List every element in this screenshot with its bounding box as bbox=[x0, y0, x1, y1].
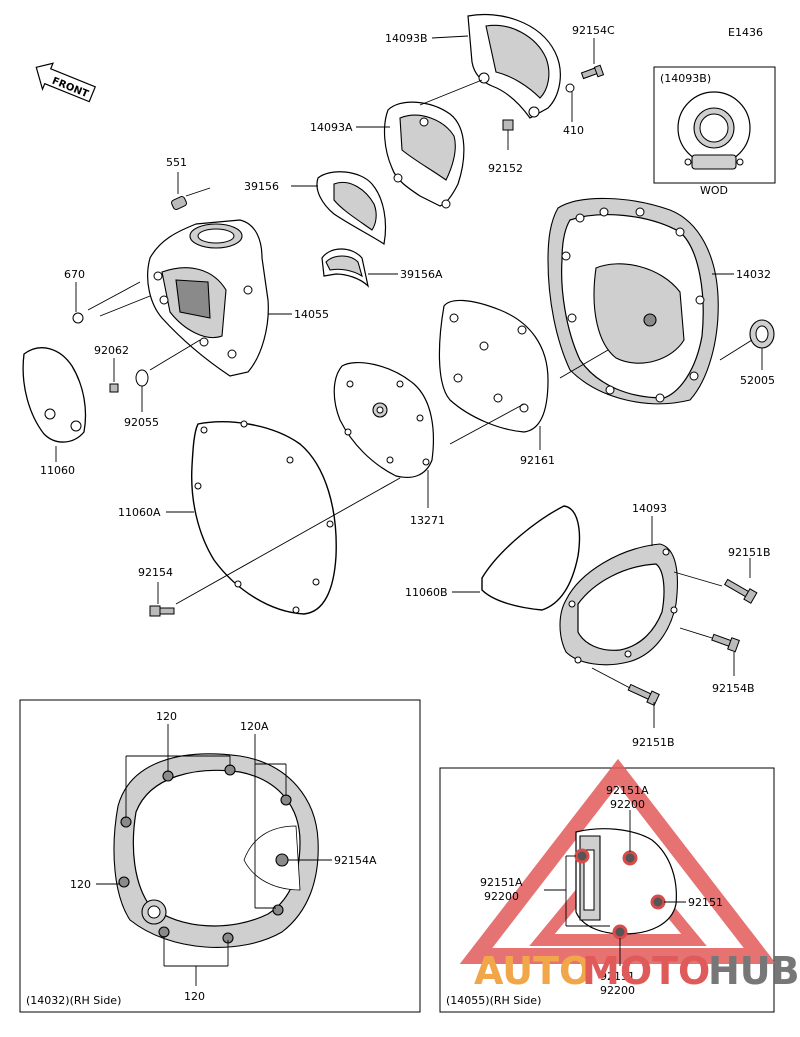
label-92161: 92161 bbox=[520, 454, 555, 467]
inset-14055-label-92151-right: 92151 bbox=[688, 896, 723, 909]
watermark-hub: HUB bbox=[708, 949, 800, 993]
inset-14055-label-92200-bottom: 92200 bbox=[600, 984, 635, 997]
bolt-92154 bbox=[149, 605, 175, 617]
oring-670 bbox=[72, 312, 84, 324]
diagram-code: E1436 bbox=[728, 26, 763, 39]
label-92151B-lower: 92151B bbox=[632, 736, 675, 749]
pin-92062 bbox=[109, 383, 119, 393]
label-92062: 92062 bbox=[94, 344, 129, 357]
label-92151B-upper: 92151B bbox=[728, 546, 771, 559]
inset-14055-label-92151A-top: 92151A bbox=[606, 784, 649, 797]
bolt-92154B bbox=[711, 633, 740, 653]
label-410: 410 bbox=[563, 124, 584, 137]
label-92055: 92055 bbox=[124, 416, 159, 429]
watermark-auto: AUTO bbox=[474, 949, 591, 993]
inset-14032-label-120-top: 120 bbox=[156, 710, 177, 723]
inset-14055-label-92151-bottom: 92151 bbox=[600, 970, 635, 983]
seal-52005 bbox=[749, 319, 775, 349]
inset-wod-title: (14093B) bbox=[660, 72, 711, 85]
label-92154: 92154 bbox=[138, 566, 173, 579]
part-39156 bbox=[316, 171, 387, 246]
label-39156A: 39156A bbox=[400, 268, 443, 281]
gasket-11060B bbox=[481, 505, 581, 611]
inset-14032-label-120A: 120A bbox=[240, 720, 269, 733]
part-14055 bbox=[147, 219, 269, 377]
nut-92152 bbox=[502, 119, 514, 131]
part-14032 bbox=[547, 197, 719, 405]
dowel-551 bbox=[171, 195, 187, 211]
washer-410 bbox=[565, 83, 575, 93]
bolt-92151B-upper bbox=[723, 578, 758, 604]
watermark-moto: MOTO bbox=[582, 949, 710, 993]
part-14093B bbox=[467, 13, 561, 119]
inset-wod: (14093B) WOD bbox=[653, 66, 776, 197]
gasket-11060A bbox=[190, 420, 337, 615]
label-14032: 14032 bbox=[736, 268, 771, 281]
label-14093A: 14093A bbox=[310, 121, 353, 134]
inset-14055-rh: 92151A 92200 92151A 92200 92151 92151 92… bbox=[439, 758, 777, 1013]
part-14093 bbox=[559, 543, 678, 666]
label-92152: 92152 bbox=[488, 162, 523, 175]
label-11060B: 11060B bbox=[405, 586, 448, 599]
plate-13271 bbox=[333, 361, 434, 479]
part-14093A bbox=[383, 101, 465, 209]
front-arrow-icon: FRONT bbox=[35, 62, 97, 103]
label-14093B: 14093B bbox=[385, 32, 428, 45]
label-11060: 11060 bbox=[40, 464, 75, 477]
plate-92161 bbox=[438, 299, 549, 433]
inset-14032-label-120-left: 120 bbox=[70, 878, 91, 891]
label-52005: 52005 bbox=[740, 374, 775, 387]
inset-14032-label-120-bottom: 120 bbox=[184, 990, 205, 1003]
label-11060A: 11060A bbox=[118, 506, 161, 519]
inset-14055-label-92200-top: 92200 bbox=[610, 798, 645, 811]
inset-14055-label-92151A-left: 92151A bbox=[480, 876, 523, 889]
inset-14055-caption: (14055)(RH Side) bbox=[446, 994, 541, 1007]
label-14055: 14055 bbox=[294, 308, 329, 321]
label-92154B: 92154B bbox=[712, 682, 755, 695]
bolt-92151B-lower bbox=[627, 683, 660, 707]
label-92154C: 92154C bbox=[572, 24, 615, 37]
label-551: 551 bbox=[166, 156, 187, 169]
label-14093: 14093 bbox=[632, 502, 667, 515]
label-39156: 39156 bbox=[244, 180, 279, 193]
bolt-92154C bbox=[580, 64, 605, 80]
inset-wod-caption: WOD bbox=[700, 184, 728, 197]
gasket-11060 bbox=[22, 347, 87, 443]
part-39156A bbox=[321, 248, 370, 288]
inset-14032-rh: 120 120A 92154A 120 120 (14032)(RH Side) bbox=[19, 699, 421, 1013]
inset-14032-label-92154A: 92154A bbox=[334, 854, 377, 867]
oring-92055 bbox=[135, 369, 149, 387]
label-670: 670 bbox=[64, 268, 85, 281]
watermark-logo: AUTO MOTO HUB bbox=[474, 949, 800, 993]
inset-14055-label-92200-left: 92200 bbox=[484, 890, 519, 903]
label-13271: 13271 bbox=[410, 514, 445, 527]
inset-14032-caption: (14032)(RH Side) bbox=[26, 994, 121, 1007]
